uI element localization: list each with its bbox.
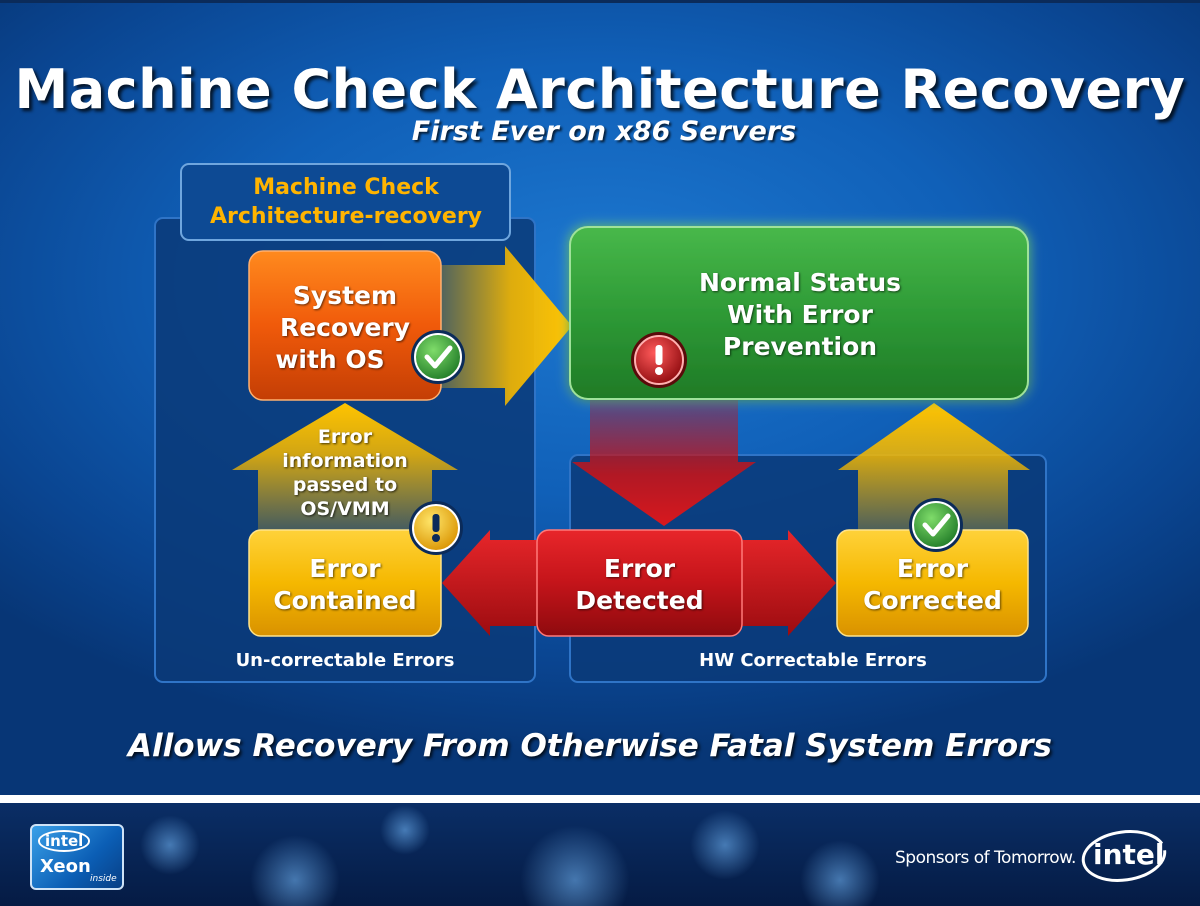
check-icon — [909, 498, 963, 552]
arrow-contained-to-recovery — [232, 403, 458, 530]
arrow-normal-to-detected — [572, 398, 756, 526]
system-recovery-label: System Recovery with OS — [275, 281, 411, 374]
normal-status-label: Normal Status With Error Prevention — [698, 268, 902, 361]
error-detected-label: Error Detected — [575, 554, 704, 615]
hw-correctable-errors-label: HW Correctable Errors — [699, 650, 927, 671]
arrow-detected-to-contained — [442, 530, 546, 636]
intel-logo-swoosh — [1081, 830, 1167, 882]
footer-note: Allows Recovery From Otherwise Fatal Sys… — [128, 728, 1052, 764]
bokeh-light — [800, 840, 880, 906]
slide-title: Machine Check Architecture Recovery — [14, 58, 1186, 121]
mca-label-box — [180, 163, 511, 241]
brand-bar — [0, 795, 1200, 906]
slide-subtitle: First Ever on x86 Servers — [411, 116, 797, 147]
system-recovery-box — [248, 250, 442, 401]
error-info-arrow-label: Error information passed to OS/VMM — [282, 426, 408, 520]
intel-logo: intel — [1093, 838, 1165, 871]
mca-label: Machine Check Architecture-recovery — [209, 175, 483, 229]
exclamation-icon — [631, 332, 687, 388]
arrow-corrected-to-normal — [838, 403, 1030, 535]
check-icon — [411, 330, 465, 384]
bokeh-light — [520, 825, 630, 906]
bokeh-light — [140, 815, 200, 875]
error-detected-box — [536, 529, 743, 637]
warning-icon — [409, 501, 463, 555]
xeon-logo: intel Xeon inside — [30, 824, 124, 890]
error-corrected-label: Error Corrected — [863, 554, 1002, 615]
sponsors-tagline: Sponsors of Tomorrow. — [895, 848, 1076, 868]
arrow-recovery-to-normal — [436, 246, 572, 406]
bokeh-light — [690, 810, 760, 880]
bokeh-light — [380, 805, 430, 855]
error-contained-label: Error Contained — [273, 554, 417, 615]
arrow-detected-to-corrected — [735, 530, 836, 636]
uncorrectable-errors-label: Un-correctable Errors — [235, 650, 455, 671]
diagram — [154, 163, 1047, 683]
error-contained-box — [248, 529, 442, 637]
bokeh-light — [250, 835, 340, 906]
